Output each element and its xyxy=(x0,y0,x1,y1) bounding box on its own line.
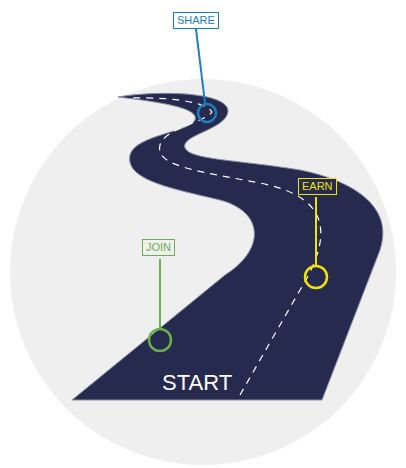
step-label: JOIN xyxy=(146,241,171,254)
start-label: START xyxy=(162,370,232,396)
winding-road xyxy=(72,93,383,400)
road-centerline xyxy=(130,98,321,395)
share-step-box: SHARE xyxy=(173,12,219,29)
milestone-marker xyxy=(149,329,171,351)
step-label: EARN xyxy=(302,180,333,193)
leader-line xyxy=(315,197,317,265)
step-label: SHARE xyxy=(177,14,215,27)
join-step-box: JOIN xyxy=(142,239,175,256)
background-circle xyxy=(10,79,396,465)
leader-line xyxy=(196,29,205,103)
earn-step-box: EARN xyxy=(298,178,337,195)
milestone-marker xyxy=(305,266,327,288)
milestone-marker xyxy=(198,104,216,122)
leader-line xyxy=(159,259,161,328)
